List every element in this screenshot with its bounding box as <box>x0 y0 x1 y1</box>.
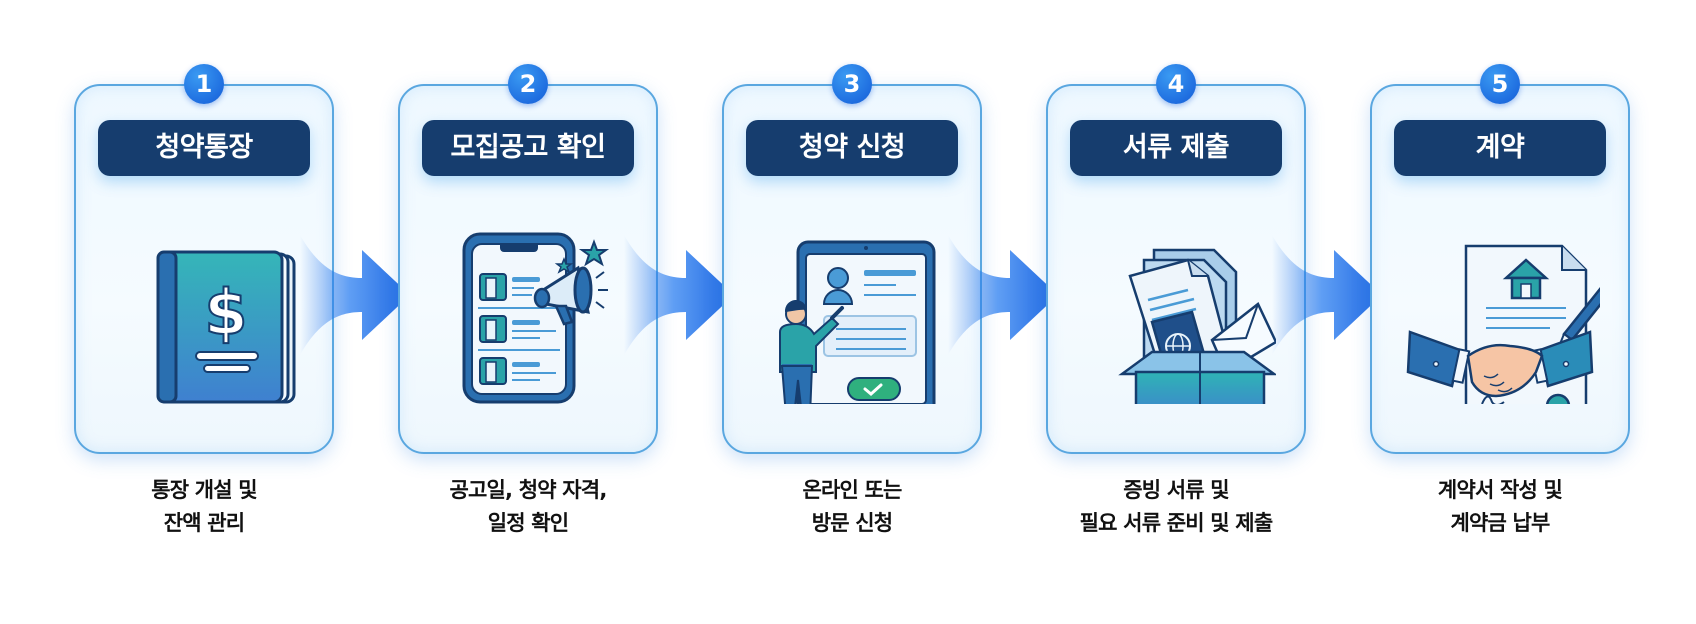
step-caption: 온라인 또는 방문 신청 <box>682 474 1022 540</box>
step-title: 청약통장 <box>98 120 310 176</box>
phone-announcement-icon <box>462 232 610 404</box>
step-4: 4 서류 제출 증빙 서류 및 필요 서류 준비 및 제출 <box>1046 64 1306 535</box>
megaphone-icon <box>533 265 608 326</box>
step-5: 5 계약 계약서 작성 및 계약금 납부 <box>1370 64 1630 535</box>
caption-line: 방문 신청 <box>811 511 893 535</box>
house-icon <box>1502 258 1550 300</box>
caption-line: 통장 개설 및 <box>151 478 257 502</box>
bankbook-dollar-icon: $ <box>156 250 296 404</box>
step-title: 청약 신청 <box>746 120 958 176</box>
caption-line: 공고일, 청약 자격, <box>449 478 607 502</box>
step-number-badge: 1 <box>184 64 224 104</box>
caption-line: 증빙 서류 및 <box>1123 478 1229 502</box>
step-number-badge: 4 <box>1156 64 1196 104</box>
caption-line: 일정 확인 <box>487 511 569 535</box>
tablet-application-icon <box>779 240 936 404</box>
step-3: 3 청약 신청 온라인 또는 방문 신청 <box>722 64 982 535</box>
step-number-badge: 5 <box>1480 64 1520 104</box>
caption-line: 잔액 관리 <box>163 511 245 535</box>
arrow-right-icon <box>1272 235 1382 355</box>
arrow-right-icon <box>624 235 734 355</box>
step-caption: 통장 개설 및 잔액 관리 <box>34 474 374 540</box>
document-box-icon <box>1118 248 1276 404</box>
caption-line: 계약금 납부 <box>1450 511 1550 535</box>
svg-text:$: $ <box>204 276 247 349</box>
step-2: 2 모집공고 확인 <box>398 64 658 535</box>
arrow-right-icon <box>948 235 1058 355</box>
caption-line: 온라인 또는 <box>802 478 902 502</box>
arrow-right-icon <box>300 235 410 355</box>
step-title: 계약 <box>1394 120 1606 176</box>
step-caption: 증빙 서류 및 필요 서류 준비 및 제출 <box>1006 474 1346 540</box>
step-title: 모집공고 확인 <box>422 120 634 176</box>
person-icon <box>779 299 844 404</box>
caption-line: 계약서 작성 및 <box>1437 478 1563 502</box>
step-title: 서류 제출 <box>1070 120 1282 176</box>
step-number-badge: 3 <box>832 64 872 104</box>
step-number-badge: 2 <box>508 64 548 104</box>
caption-line: 필요 서류 준비 및 제출 <box>1079 511 1274 535</box>
step-caption: 공고일, 청약 자격, 일정 확인 <box>358 474 698 540</box>
step-1: 1 청약통장 $ 통장 개설 및 잔액 관리 <box>74 64 334 535</box>
contract-handshake-icon <box>1406 244 1600 404</box>
step-caption: 계약서 작성 및 계약금 납부 <box>1330 474 1670 540</box>
